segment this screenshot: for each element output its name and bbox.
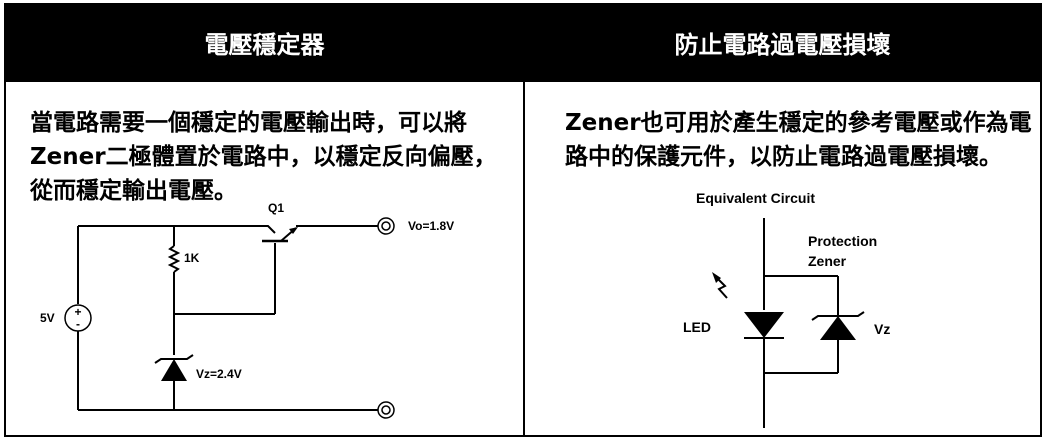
resistor-1k — [167, 245, 181, 273]
header-voltage-regulator: 電壓穩定器 — [6, 5, 523, 80]
source-plus: + — [74, 305, 81, 319]
zener-bar-regulator — [154, 354, 194, 364]
led-arrow-head — [712, 272, 721, 283]
resistor-label: 1K — [184, 251, 200, 265]
led-label: LED — [683, 319, 711, 335]
protection-zener-bar — [811, 311, 865, 321]
zener-voltage-label: Vz=2.4V — [196, 367, 242, 381]
protection-label-line2: Zener — [808, 253, 847, 269]
equivalent-circuit-title: Equivalent Circuit — [696, 190, 815, 206]
wire-top-left — [78, 225, 276, 234]
output-voltage-label: Vo=1.8V — [408, 219, 454, 233]
vz-label: Vz — [874, 321, 890, 337]
zener-diode-regulator — [161, 359, 187, 381]
voltage-source-5v — [64, 304, 92, 332]
transistor-arrow — [289, 227, 298, 234]
output-terminal-bottom — [377, 401, 395, 419]
led-diode — [744, 312, 784, 338]
protection-zener-diode — [820, 316, 856, 340]
column-divider — [523, 5, 525, 435]
source-voltage-label: 5V — [40, 311, 55, 325]
output-terminal-top — [377, 217, 395, 235]
header-overvoltage-protection: 防止電路過電壓損壞 — [525, 5, 1040, 80]
right-description: Zener也可用於產生穩定的參考電壓或作為電路中的保護元件，以防止電路過電壓損壞… — [565, 110, 1032, 170]
transistor-label: Q1 — [268, 201, 284, 215]
source-minus: - — [76, 317, 80, 331]
slide-frame: 電壓穩定器 防止電路過電壓損壞 — [4, 3, 1042, 437]
led-emission-arrow — [715, 276, 728, 299]
protection-label-line1: Protection — [808, 233, 877, 249]
left-description: 當電路需要一個穩定的電壓輸出時，可以將Zener二極體置於電路中，以穩定反向偏壓… — [30, 110, 497, 204]
